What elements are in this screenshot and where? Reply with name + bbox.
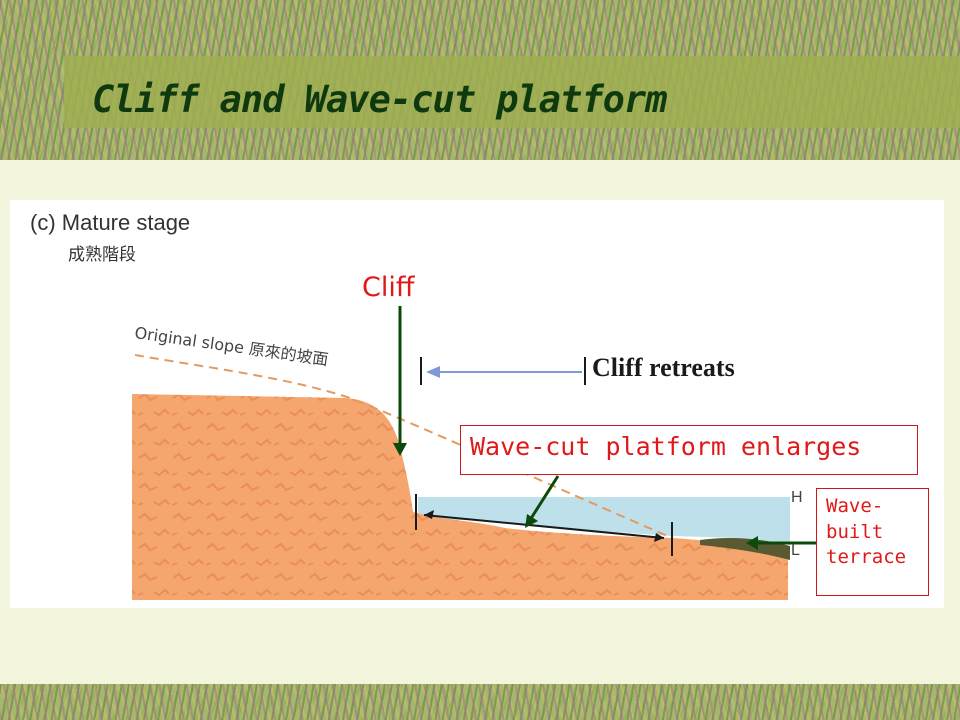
- stage-label-chinese: 成熟階段: [68, 245, 136, 265]
- platform-pointer-arrow: [528, 475, 560, 521]
- stage-label: (c) Mature stage: [30, 210, 191, 235]
- tide-low-label: L: [791, 542, 800, 559]
- original-slope-line: [134, 354, 673, 539]
- cliff-label: Cliff: [362, 272, 415, 303]
- platform-extent-arrow: [423, 514, 665, 539]
- page-title: Cliff and Wave-cut platform: [92, 78, 667, 121]
- terrace-callout-box: [816, 488, 929, 596]
- original-slope-label: Original slope 原來的坡面: [133, 323, 329, 369]
- sea-water: [418, 497, 790, 545]
- grass-banner-bottom: [0, 684, 960, 720]
- wave-built-terrace-label: Wave- built terrace: [826, 495, 907, 569]
- title-band: [64, 56, 960, 128]
- cliff-retreats-label: Cliff retreats: [592, 353, 735, 382]
- platform-callout-box: [460, 425, 918, 475]
- tide-high-label: H: [791, 489, 803, 506]
- rock-texture: [132, 394, 788, 600]
- wave-cut-platform-label: Wave-cut platform enlarges: [470, 432, 862, 461]
